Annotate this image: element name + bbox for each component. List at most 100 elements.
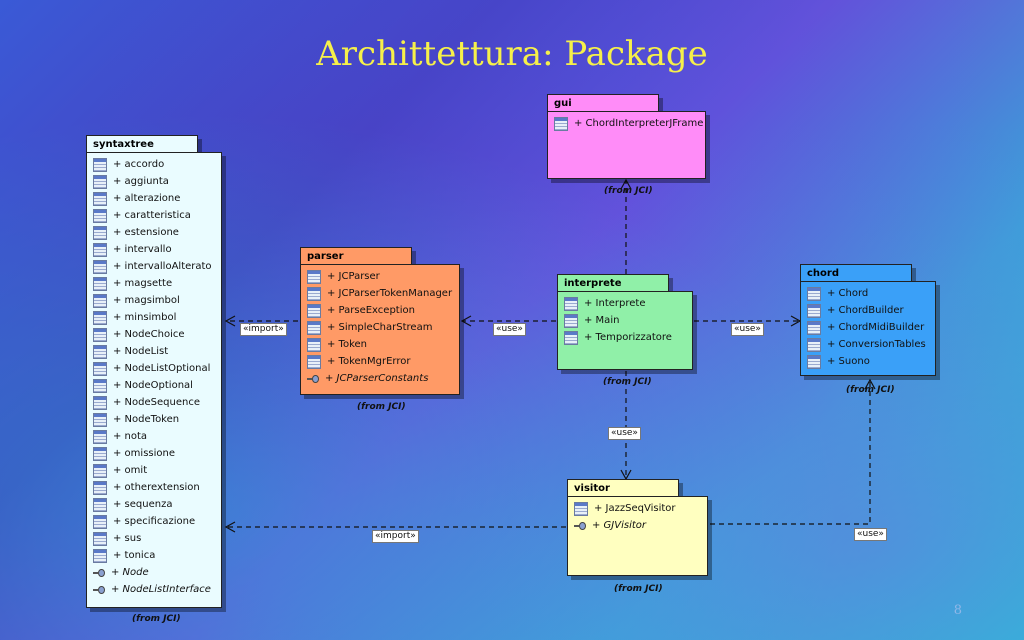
class-item[interactable]: + JazzSeqVisitor: [568, 500, 707, 517]
item-label: + NodeSequence: [113, 397, 200, 408]
class-icon: [93, 497, 107, 512]
class-list-parser: + JCParser + JCParserTokenManager+ ParseE…: [301, 265, 459, 387]
class-item[interactable]: + accordo: [87, 156, 221, 173]
class-list-syntaxtree: + accordo + aggiunta + alterazione + caratt…: [87, 153, 221, 598]
item-label: + intervalloAlterato: [113, 261, 212, 272]
item-label: + NodeOptional: [113, 380, 193, 391]
class-icon: [807, 354, 821, 369]
class-icon: [807, 286, 821, 301]
class-item[interactable]: + sus: [87, 530, 221, 547]
class-item[interactable]: + intervalloAlterato: [87, 258, 221, 275]
class-item[interactable]: + magsette: [87, 275, 221, 292]
class-item[interactable]: + sequenza: [87, 496, 221, 513]
class-item[interactable]: + NodeListOptional: [87, 360, 221, 377]
class-icon: [807, 303, 821, 318]
class-icon: [93, 395, 107, 410]
package-body-chord: + Chord+ ChordBuilder+ ChordMidiBuilder+…: [800, 281, 936, 376]
class-item[interactable]: + Suono: [801, 353, 935, 370]
from-label-interprete: (from JCI): [603, 377, 652, 387]
package-parser[interactable]: parser + JCParser+ JCParserTokenManager+…: [300, 247, 460, 395]
item-label: + omit: [113, 465, 148, 476]
dep-visitor-chord: [710, 378, 876, 525]
class-item[interactable]: + omit: [87, 462, 221, 479]
class-item[interactable]: + omissione: [87, 445, 221, 462]
class-item[interactable]: + Chord: [801, 285, 935, 302]
class-item[interactable]: + intervallo: [87, 241, 221, 258]
class-item[interactable]: + NodeList: [87, 343, 221, 360]
class-item[interactable]: + NodeOptional: [87, 377, 221, 394]
item-label: + caratteristica: [113, 210, 191, 221]
class-icon: [93, 378, 107, 393]
class-item[interactable]: + JCParserTokenManager: [301, 285, 459, 302]
package-chord[interactable]: chord + Chord+ ChordBuilder+ ChordMidiBu…: [800, 264, 936, 376]
item-label: + JCParserConstants: [325, 373, 429, 384]
class-item[interactable]: + specificazione: [87, 513, 221, 530]
interface-icon: [93, 584, 105, 596]
class-item[interactable]: + NodeToken: [87, 411, 221, 428]
class-icon: [307, 320, 321, 335]
class-item[interactable]: + ChordMidiBuilder: [801, 319, 935, 336]
class-item[interactable]: + estensione: [87, 224, 221, 241]
package-visitor[interactable]: visitor + JazzSeqVisitor+ GJVisitor: [567, 479, 708, 576]
class-list-interprete: + Interprete + Main+ Temporizzatore: [558, 292, 692, 346]
item-label: + omissione: [113, 448, 176, 459]
class-item[interactable]: + Token: [301, 336, 459, 353]
class-item[interactable]: + Main: [558, 312, 692, 329]
item-label: + aggiunta: [113, 176, 169, 187]
class-item[interactable]: + ChordInterpreterJFrame: [548, 115, 705, 132]
class-icon: [307, 286, 321, 301]
interface-item[interactable]: + Node: [87, 564, 221, 581]
class-item[interactable]: + ChordBuilder: [801, 302, 935, 319]
class-icon: [307, 337, 321, 352]
class-icon: [93, 412, 107, 427]
class-item[interactable]: + minsimbol: [87, 309, 221, 326]
class-list-visitor: + JazzSeqVisitor + GJVisitor: [568, 497, 707, 534]
class-item[interactable]: + otherextension: [87, 479, 221, 496]
class-item[interactable]: + aggiunta: [87, 173, 221, 190]
package-syntaxtree[interactable]: syntaxtree + accordo+ aggiunta+ alterazi…: [86, 135, 222, 608]
package-gui[interactable]: gui + ChordInterpreterJFrame: [547, 94, 706, 179]
class-item[interactable]: + Interprete: [558, 295, 692, 312]
class-item[interactable]: + ParseException: [301, 302, 459, 319]
class-icon: [574, 501, 588, 516]
class-icon: [93, 446, 107, 461]
class-list-chord: + Chord+ ChordBuilder+ ChordMidiBuilder+…: [801, 282, 935, 370]
package-interprete[interactable]: interprete + Interprete+ Main+ Temporizz…: [557, 274, 693, 370]
class-icon: [307, 354, 321, 369]
item-label: + sequenza: [113, 499, 173, 510]
stereotype-interprete-chord: «use»: [731, 323, 764, 336]
item-label: + JCParser: [327, 271, 380, 282]
class-icon: [807, 337, 821, 352]
class-item[interactable]: + JCParser: [301, 268, 459, 285]
interface-item[interactable]: + NodeListInterface: [87, 581, 221, 598]
class-icon: [93, 293, 107, 308]
class-item[interactable]: + nota: [87, 428, 221, 445]
class-item[interactable]: + TokenMgrError: [301, 353, 459, 370]
class-icon: [307, 269, 321, 284]
class-item[interactable]: + tonica: [87, 547, 221, 564]
item-label: + sus: [113, 533, 142, 544]
class-item[interactable]: + magsimbol: [87, 292, 221, 309]
interface-item[interactable]: + GJVisitor: [568, 517, 707, 534]
from-label-chord: (from JCI): [846, 385, 895, 395]
class-item[interactable]: + ConversionTables: [801, 336, 935, 353]
page-number: 8: [953, 603, 962, 618]
class-item[interactable]: + alterazione: [87, 190, 221, 207]
item-label: + NodeListInterface: [111, 584, 211, 595]
class-item[interactable]: + NodeChoice: [87, 326, 221, 343]
interface-item[interactable]: + JCParserConstants: [301, 370, 459, 387]
class-item[interactable]: + SimpleCharStream: [301, 319, 459, 336]
class-item[interactable]: + caratteristica: [87, 207, 221, 224]
item-label: + Node: [111, 567, 149, 578]
class-list-gui: + ChordInterpreterJFrame: [548, 112, 705, 132]
class-item[interactable]: + NodeSequence: [87, 394, 221, 411]
item-label: + GJVisitor: [592, 520, 647, 531]
class-icon: [807, 320, 821, 335]
item-label: + specificazione: [113, 516, 196, 527]
item-label: + Interprete: [584, 298, 646, 309]
class-icon: [93, 242, 107, 257]
package-body-interprete: + Interprete + Main+ Temporizzatore: [557, 291, 693, 370]
class-item[interactable]: + Temporizzatore: [558, 329, 692, 346]
slide-title: Archittettura: Package: [316, 34, 708, 74]
class-icon: [93, 225, 107, 240]
